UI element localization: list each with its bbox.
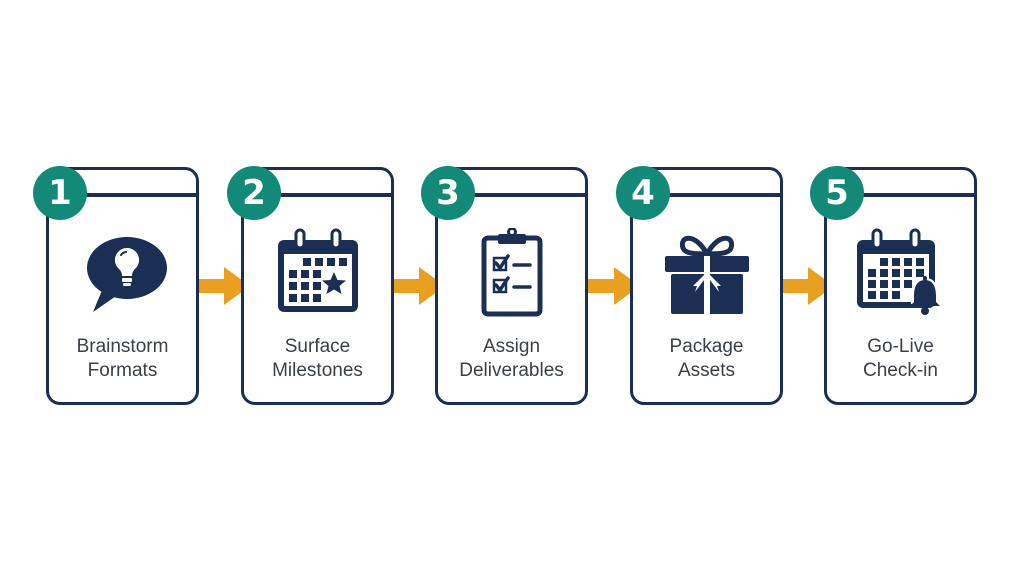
step-label-line2: Milestones [272, 360, 363, 381]
arrow-right-icon [584, 267, 640, 305]
gift-box-icon [659, 228, 755, 318]
step-number-badge-2: 2 [227, 166, 281, 220]
step-label-line2: Check-in [863, 360, 938, 381]
step-label: Brainstorm Formats [49, 335, 196, 383]
arrow-right-icon [389, 267, 445, 305]
step-number-badge-1: 1 [33, 166, 87, 220]
connector-arrow-1-2 [194, 267, 250, 305]
calendar-star-icon [270, 228, 366, 318]
step-label: Package Assets [633, 335, 780, 383]
step-label-line1: Assign [482, 336, 541, 357]
lightbulb-speech-bubble-icon [75, 228, 171, 318]
card-header-divider [438, 193, 585, 197]
arrow-right-icon [194, 267, 250, 305]
step-label-line1: Package [669, 336, 744, 357]
step-label-line2: Deliverables [459, 360, 564, 381]
step-card-5: Go-Live Check-in [824, 167, 977, 405]
step-label-line2: Formats [87, 360, 158, 381]
step-label: Surface Milestones [244, 335, 391, 383]
step-label-line1: Brainstorm [76, 336, 169, 357]
card-header-divider [49, 193, 196, 197]
step-number-badge-3: 3 [421, 166, 475, 220]
step-label-line1: Surface [284, 336, 351, 357]
step-label: Go-Live Check-in [827, 335, 974, 383]
card-header-divider [633, 193, 780, 197]
step-card-2: Surface Milestones [241, 167, 394, 405]
connector-arrow-4-5 [778, 267, 834, 305]
step-number-badge-5: 5 [810, 166, 864, 220]
step-label-line1: Go-Live [867, 336, 934, 357]
clipboard-checklist-icon [464, 228, 560, 318]
step-label: Assign Deliverables [438, 335, 585, 383]
connector-arrow-3-4 [584, 267, 640, 305]
arrow-right-icon [778, 267, 834, 305]
step-card-4: Package Assets [630, 167, 783, 405]
step-label-line2: Assets [677, 360, 736, 381]
calendar-bell-icon [853, 228, 949, 318]
card-header-divider [244, 193, 391, 197]
connector-arrow-2-3 [389, 267, 445, 305]
card-header-divider [827, 193, 974, 197]
step-number-badge-4: 4 [616, 166, 670, 220]
